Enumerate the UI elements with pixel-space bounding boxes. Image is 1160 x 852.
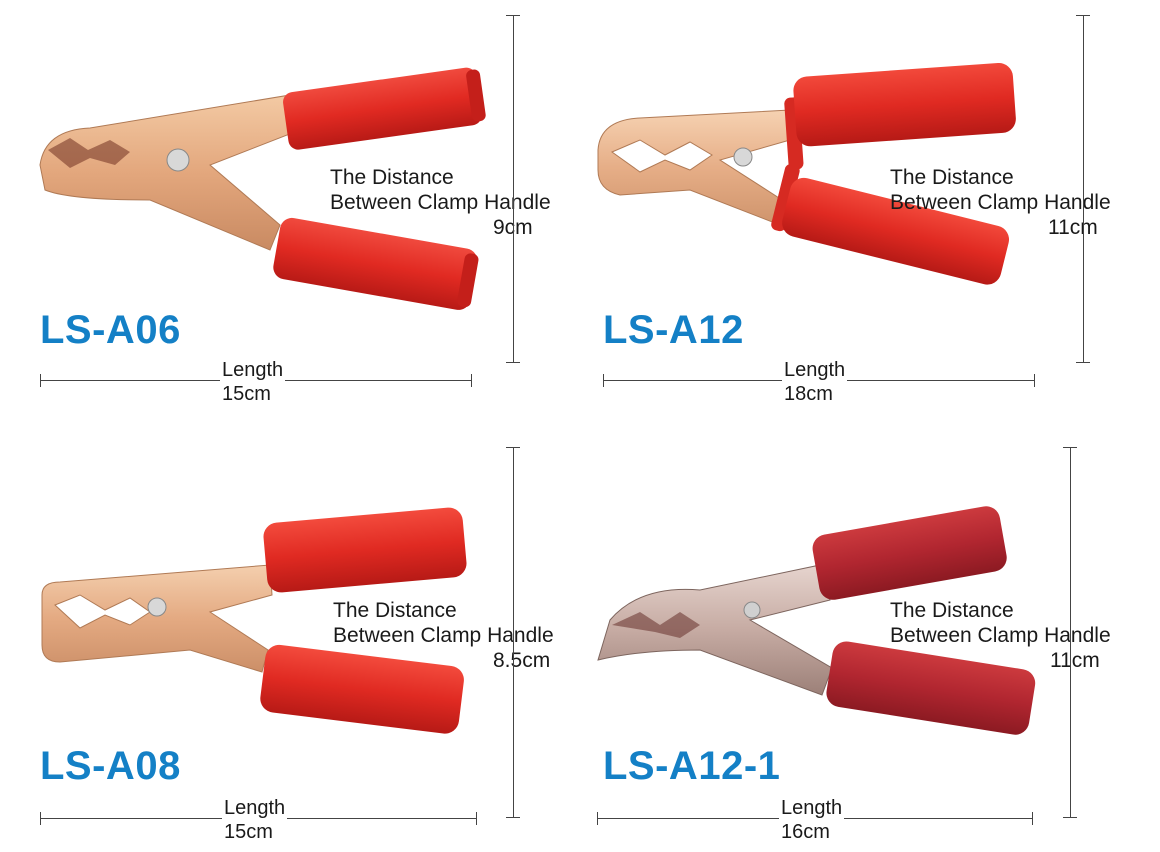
model-label: LS-A06: [40, 308, 181, 352]
length-value: 18cm: [784, 383, 833, 405]
distance-value: 11cm: [1050, 649, 1100, 672]
model-label: LS-A12: [603, 308, 744, 352]
distance-caption: The Distance Between Clamp Handle: [890, 598, 1111, 648]
length-caption: Length 15cm: [220, 358, 286, 406]
distance-label-line-2: Between Clamp Handle: [330, 191, 551, 214]
distance-value: 8.5cm: [493, 649, 551, 672]
distance-dimension-line: [1083, 15, 1084, 362]
distance-caption: The Distance Between Clamp Handle: [333, 598, 554, 648]
distance-label-line-2: Between Clamp Handle: [333, 624, 554, 647]
distance-value: 11cm: [1048, 216, 1098, 239]
distance-label-line-1: The Distance: [330, 166, 454, 189]
length-value: 16cm: [781, 821, 830, 843]
clamp-image-ls-a08: [41, 507, 467, 734]
length-label: Length: [224, 797, 286, 819]
distance-label-line-1: The Distance: [333, 599, 457, 622]
distance-caption: The Distance Between Clamp Handle: [330, 165, 551, 215]
distance-dimension-line: [1070, 447, 1071, 817]
length-label: Length: [222, 359, 284, 381]
distance-value: 9cm: [493, 216, 533, 239]
length-caption: Length 18cm: [782, 358, 848, 406]
distance-label-line-1: The Distance: [890, 599, 1014, 622]
distance-label-line-1: The Distance: [890, 166, 1014, 189]
model-label: LS-A08: [40, 744, 181, 788]
distance-dimension-line: [513, 15, 514, 362]
distance-label-line-2: Between Clamp Handle: [890, 191, 1111, 214]
distance-caption: The Distance Between Clamp Handle: [890, 165, 1111, 215]
length-label: Length: [781, 797, 843, 819]
distance-label-line-2: Between Clamp Handle: [890, 624, 1111, 647]
clamp-image-ls-a06: [39, 67, 486, 310]
distance-dimension-line: [513, 447, 514, 817]
length-value: 15cm: [224, 821, 273, 843]
length-caption: Length 15cm: [222, 796, 288, 844]
product-panel-ls-a08: The Distance Between Clamp Handle 8.5cm …: [40, 447, 554, 844]
length-value: 15cm: [222, 383, 271, 405]
length-label: Length: [784, 359, 846, 381]
model-label: LS-A12-1: [603, 744, 781, 788]
clamp-image-ls-a12: [597, 63, 1016, 285]
product-panel-ls-a12: The Distance Between Clamp Handle 11cm L…: [0, 0, 1160, 420]
length-caption: Length 16cm: [779, 796, 845, 844]
product-panel-ls-a06: The Distance Between Clamp Handle 9cm LS…: [0, 0, 580, 420]
